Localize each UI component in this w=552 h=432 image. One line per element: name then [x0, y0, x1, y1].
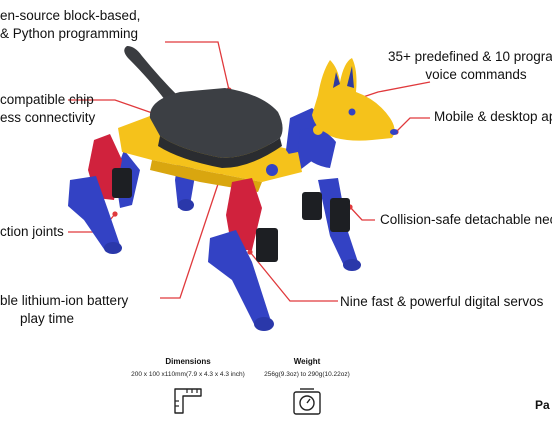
callout-dot-joints [112, 211, 118, 217]
robot-head [286, 58, 398, 170]
spec-weight-title: Weight [293, 357, 321, 366]
feature-chip-line2: ess connectivity [0, 110, 96, 125]
spec-dimensions-title: Dimensions [165, 357, 211, 366]
callout-line-apps [395, 117, 430, 133]
feature-servos: Nine fast & powerful digital servos [340, 294, 544, 309]
robot-tail [124, 46, 178, 100]
callout-line-servos [249, 251, 338, 302]
robot-rear-near-leg [68, 134, 132, 254]
robot-shell-edge [158, 136, 282, 168]
feature-commands-line1: 35+ predefined & 10 program [388, 49, 552, 64]
callout-line-commands [359, 81, 431, 99]
robot-front-near-leg [208, 152, 302, 331]
robot-front-far-leg [302, 178, 361, 271]
feature-battery-line2: play time [20, 311, 75, 326]
callout-line-chip [68, 99, 159, 116]
feature-chip-line1: compatible chip [0, 92, 94, 107]
spec-weight-value: 256g(9.3oz) to 290g(10.22oz) [264, 371, 350, 378]
feature-joints: ction joints [0, 224, 64, 239]
callout-line-programming [165, 41, 230, 91]
corner-text: Pa [535, 398, 550, 412]
callout-line-battery [160, 171, 223, 299]
callout-line-neck [349, 206, 375, 221]
callout-dot-servos [247, 249, 253, 255]
feature-programming-line1: en-source block-based, [0, 8, 141, 23]
feature-battery-line1: ble lithium-ion battery [0, 293, 129, 308]
scale-icon [293, 388, 321, 415]
ruler-icon [174, 388, 202, 414]
feature-neck: Collision-safe detachable nec [380, 212, 552, 227]
feature-commands-line2: voice commands [425, 67, 527, 82]
feature-programming-line2: & Python programming [0, 26, 139, 41]
feature-apps: Mobile & desktop ap [434, 109, 552, 124]
spec-dimensions-value: 200 x 100 x110mm(7.9 x 4.3 x 4.3 inch) [131, 371, 245, 378]
robot-shell [149, 88, 283, 158]
